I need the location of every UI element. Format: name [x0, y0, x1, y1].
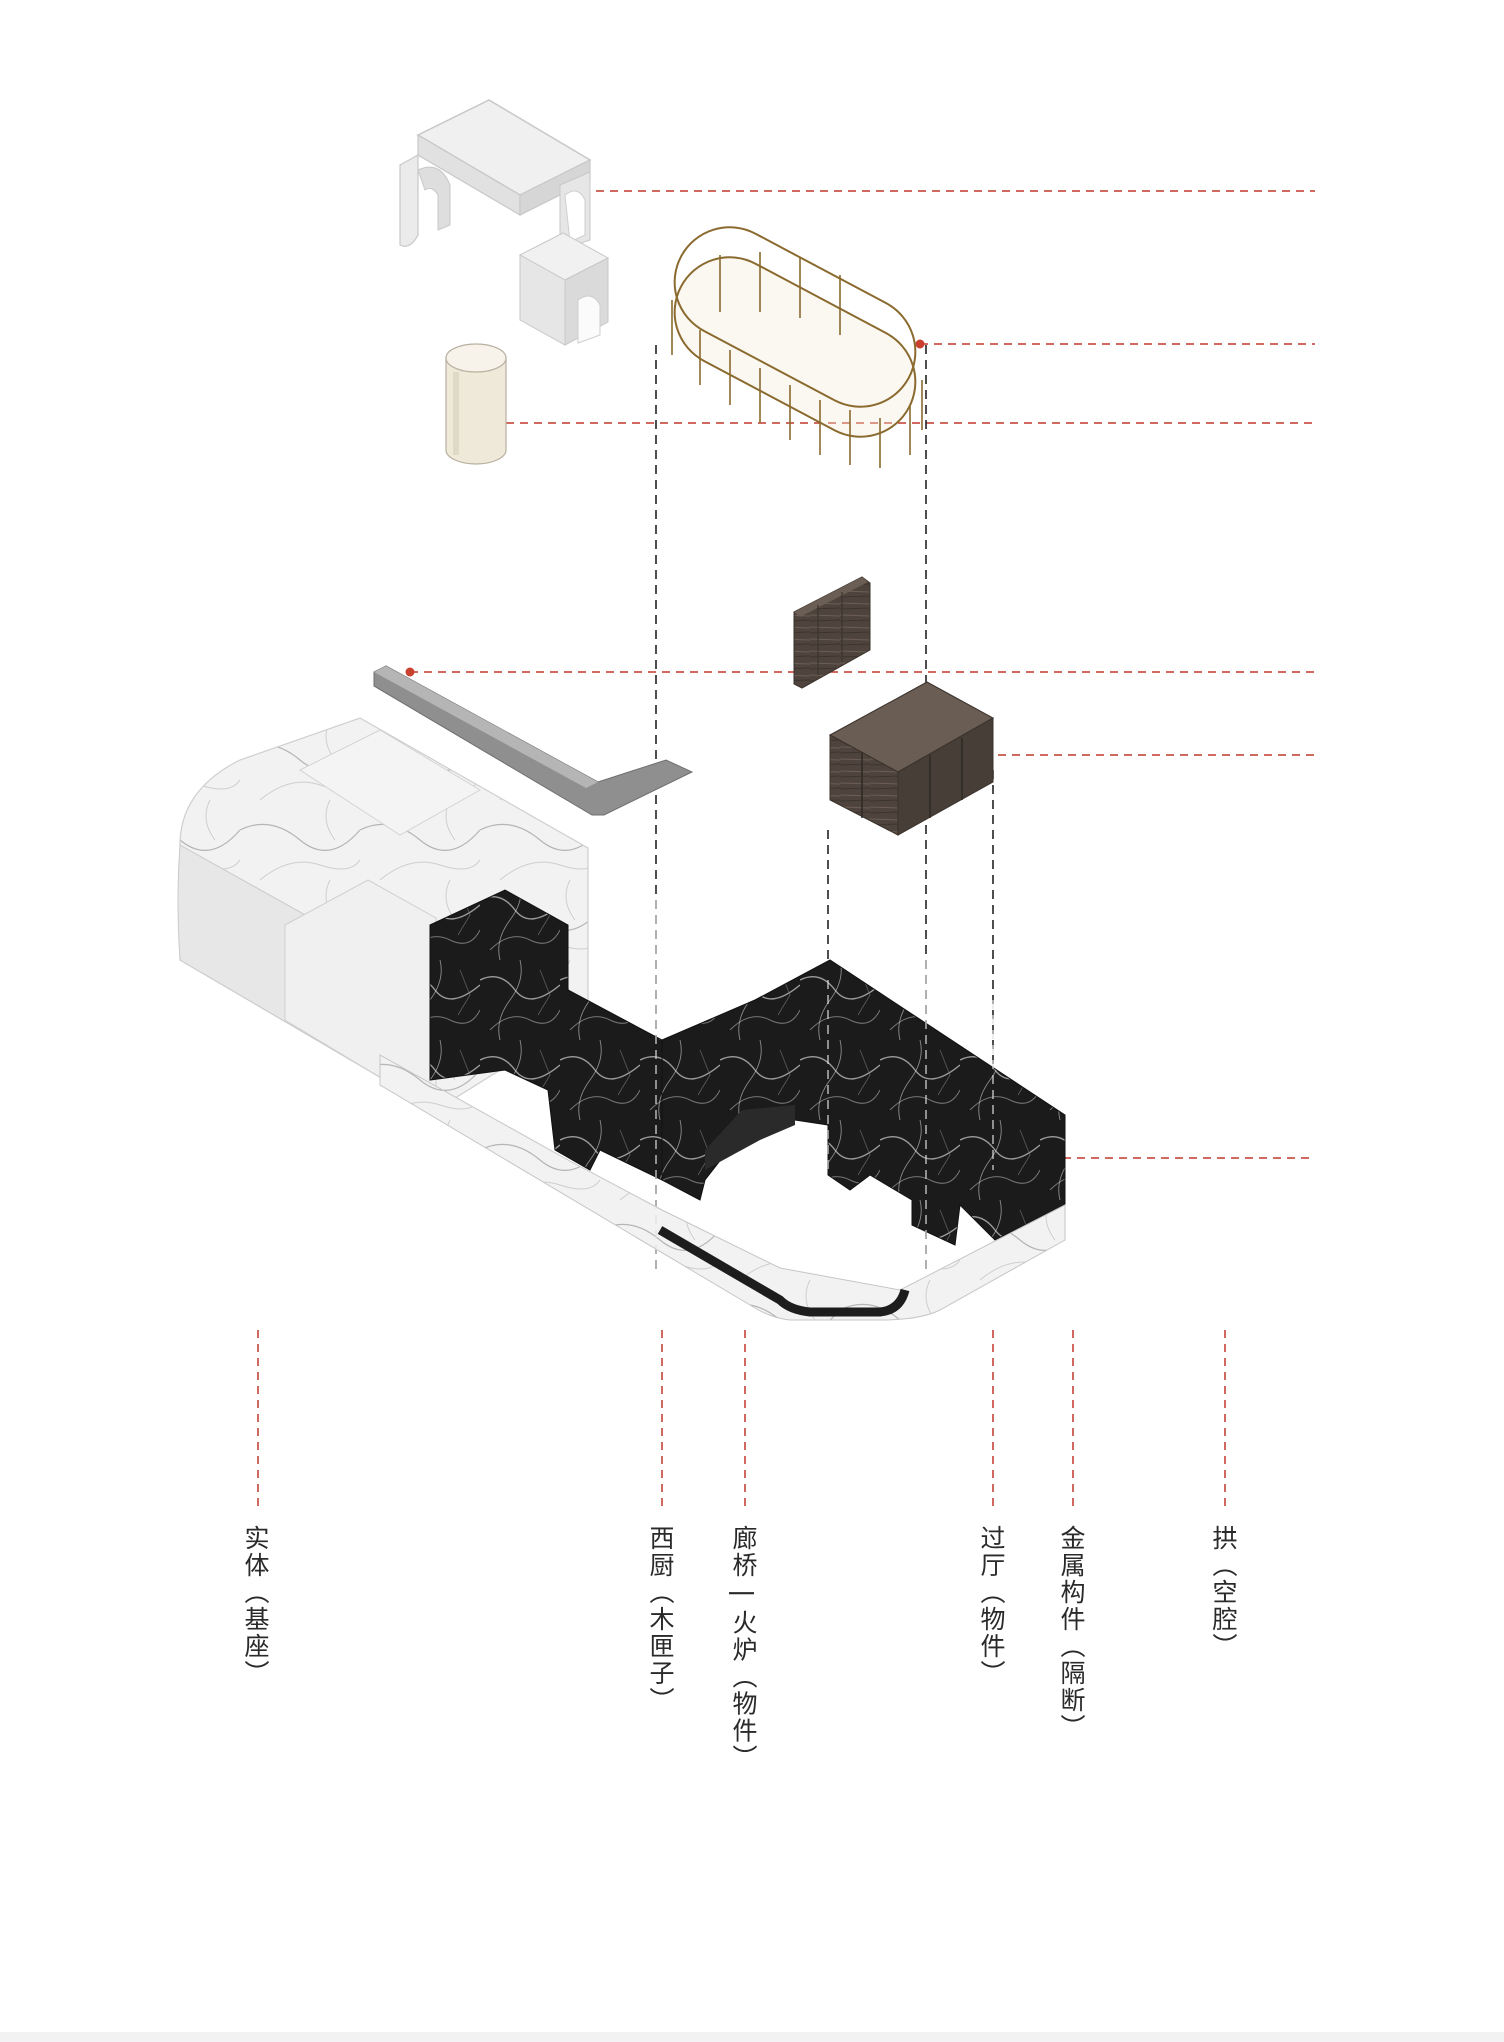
label-metal-partition: 金属构件（隔断） — [1057, 1525, 1086, 1741]
wood-panel — [793, 576, 871, 689]
metal-frame-ring — [671, 226, 923, 468]
base-floor — [379, 1054, 1066, 1321]
label-corridor-fireplace: 廊桥 | 火炉（物件） — [729, 1525, 758, 1772]
corridor-bar — [373, 665, 694, 816]
cylinder-object — [445, 343, 507, 465]
wood-box — [828, 681, 995, 836]
leader-dot — [915, 339, 925, 349]
projection-lines-front — [655, 900, 994, 1275]
label-arch: 拱（空腔） — [1209, 1525, 1238, 1660]
leader-lines — [257, 190, 1315, 1510]
bottom-strip — [0, 2032, 1504, 2042]
label-base: 实体（基座） — [241, 1525, 270, 1687]
label-foyer: 过厅（物件） — [977, 1525, 1006, 1687]
leader-dot — [405, 667, 415, 677]
base-dark-block — [429, 889, 1066, 1246]
arch-object — [399, 99, 610, 346]
label-west-kitchen: 西厨（木匣子） — [646, 1525, 675, 1714]
